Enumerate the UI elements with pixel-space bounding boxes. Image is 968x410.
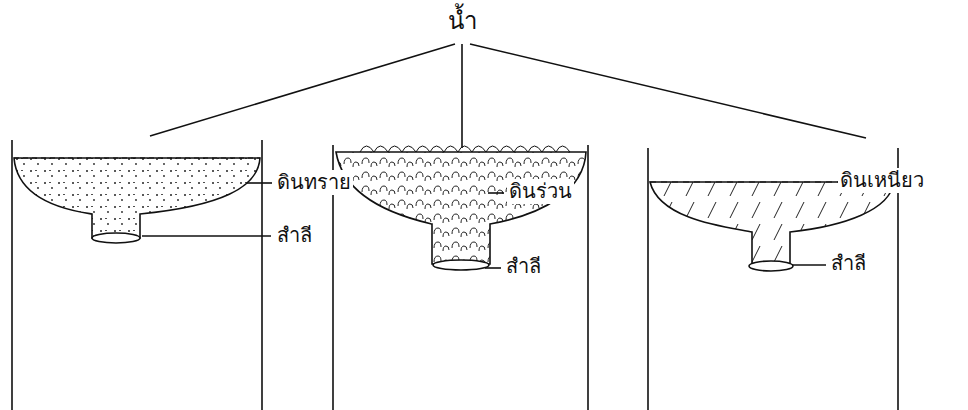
leader-line <box>150 44 455 136</box>
water-label: น้ำ <box>446 6 479 36</box>
leader-line <box>247 182 272 184</box>
funnel-sand <box>14 158 260 238</box>
funnel-rim <box>14 158 260 159</box>
loam-surface <box>360 146 570 152</box>
part-label: ดินร่วน <box>507 179 574 204</box>
part-label: สำลี <box>275 223 314 248</box>
leader-line <box>792 264 826 266</box>
leader-line <box>488 192 504 194</box>
cotton <box>92 233 140 243</box>
leader-line <box>470 44 866 138</box>
part-label: สำลี <box>829 251 868 276</box>
leader-line <box>485 267 501 269</box>
leader-line <box>461 44 463 148</box>
part-label: สำลี <box>504 254 543 279</box>
part-label: ดินเหนียว <box>838 168 926 193</box>
beaker <box>12 140 262 410</box>
beaker <box>333 145 588 410</box>
funnel-loam <box>336 152 586 264</box>
leader-line <box>142 235 271 237</box>
part-label: ดินทราย <box>275 170 353 195</box>
cotton <box>433 260 489 270</box>
cotton <box>749 261 793 271</box>
